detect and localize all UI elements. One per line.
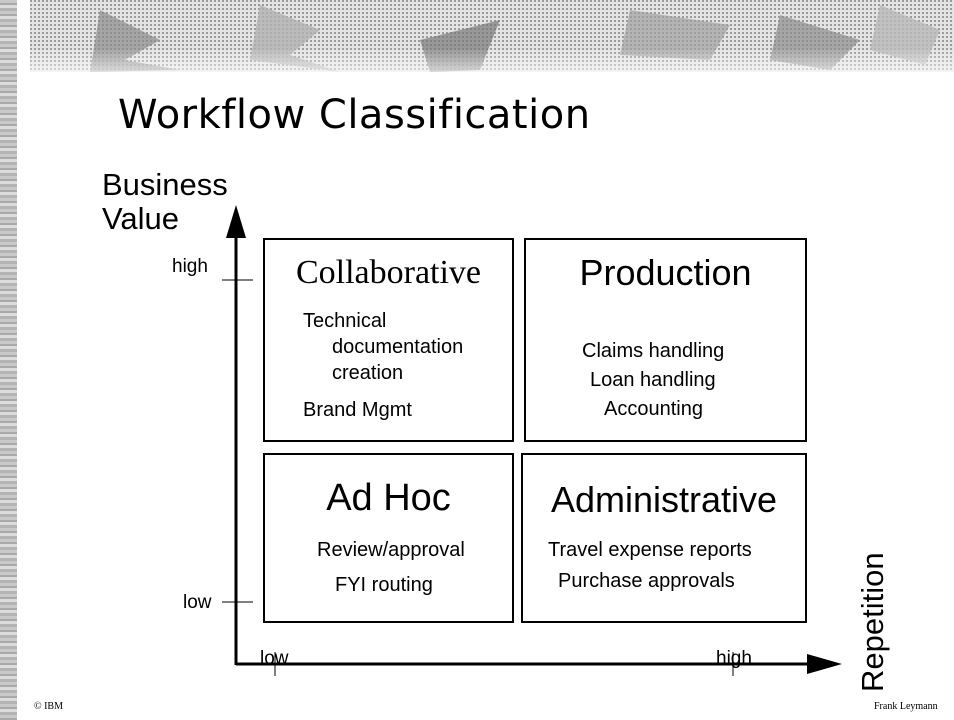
footer-author: Frank Leymann [874, 701, 938, 712]
quadrant-title-collaborative: Collaborative [295, 254, 482, 291]
y-axis-label: Business Value [102, 167, 228, 236]
quadrant-administrative: Administrative Travel expense reports Pu… [521, 453, 807, 623]
quadrant-title-adhoc: Ad Hoc [326, 477, 451, 519]
x-tick-low-label: low [260, 648, 289, 669]
adhoc-item: FYI routing [335, 574, 433, 596]
quadrant-title-administrative: Administrative [550, 479, 778, 520]
x-axis-label: Repetition [855, 552, 890, 692]
x-axis-arrowhead [807, 654, 842, 674]
collaborative-item: Brand Mgmt [303, 399, 412, 421]
leaf-texture-banner [30, 0, 954, 88]
quadrant-title-production: Production [579, 252, 752, 293]
collaborative-item: creation [332, 362, 404, 384]
x-tick-high-label: high [716, 648, 752, 669]
footer-copyright: © IBM [34, 701, 63, 712]
adhoc-item: Review/approval [317, 539, 465, 561]
collaborative-item: documentation [332, 336, 464, 358]
production-item: Loan handling [590, 369, 716, 391]
production-item: Accounting [604, 398, 703, 420]
production-item: Claims handling [582, 340, 725, 362]
collaborative-item: Technical [303, 310, 387, 332]
y-axis-arrowhead [226, 205, 246, 238]
quadrant-production: Production Claims handling Loan handling… [524, 238, 807, 442]
administrative-item: Purchase approvals [558, 570, 735, 592]
y-tick-low-label: low [183, 592, 212, 613]
textured-sidebar [0, 0, 17, 720]
quadrant-adhoc: Ad Hoc Review/approval FYI routing [263, 453, 514, 623]
y-tick-high-label: high [172, 256, 208, 277]
quadrant-collaborative: Collaborative Technical documentation cr… [263, 238, 514, 442]
slide-title: Workflow Classification [118, 92, 591, 138]
administrative-item: Travel expense reports [548, 539, 752, 561]
